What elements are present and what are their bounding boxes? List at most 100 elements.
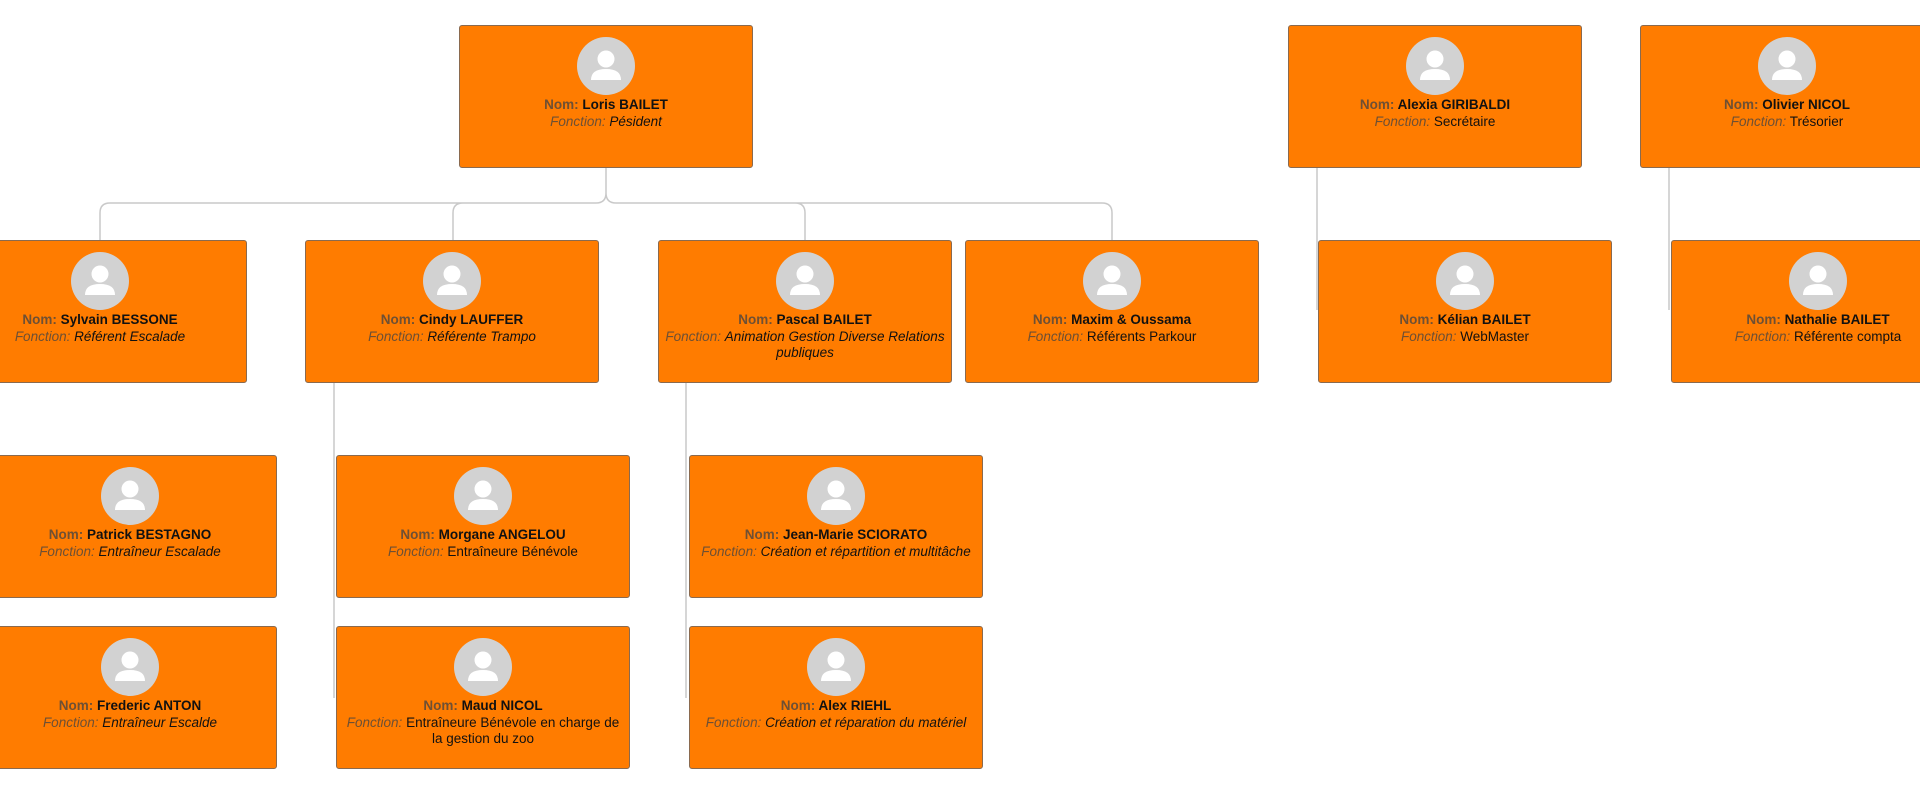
person-name: Morgane ANGELOU xyxy=(438,527,566,542)
role-line: Fonction: Animation Gestion Diverse Rela… xyxy=(665,329,945,362)
role-line: Fonction: Pésident xyxy=(466,114,746,131)
person-name: Alexia GIRIBALDI xyxy=(1397,97,1511,112)
person-role: Secrétaire xyxy=(1433,113,1496,129)
user-avatar-icon xyxy=(1083,252,1141,310)
role-line: Fonction: Référent Escalade xyxy=(0,329,240,346)
role-line: Fonction: Référente Trampo xyxy=(312,329,592,346)
name-label: Nom: xyxy=(423,698,458,713)
role-label: Fonction: xyxy=(346,714,403,730)
role-label: Fonction: xyxy=(1027,328,1084,344)
role-label: Fonction: xyxy=(388,543,444,559)
person-role: Entraîneur Escalde xyxy=(102,714,218,730)
role-label: Fonction: xyxy=(1374,113,1431,129)
person-role: Référents Parkour xyxy=(1086,328,1197,344)
role-label: Fonction: xyxy=(665,328,721,344)
person-name: Kélian BAILET xyxy=(1437,312,1531,327)
user-avatar-icon xyxy=(454,638,512,696)
name-line: Nom: Loris BAILET xyxy=(466,97,746,114)
role-line: Fonction: Entraîneure Bénévole xyxy=(343,544,623,561)
name-line: Nom: Nathalie BAILET xyxy=(1678,312,1920,329)
role-line: Fonction: Secrétaire xyxy=(1295,114,1575,131)
name-label: Nom: xyxy=(738,312,773,327)
user-avatar-icon xyxy=(454,467,512,525)
person-role: Création et réparation du matériel xyxy=(765,714,967,730)
name-line: Nom: Patrick BESTAGNO xyxy=(0,527,270,544)
role-line: Fonction: Trésorier xyxy=(1647,114,1920,131)
role-label: Fonction: xyxy=(368,328,424,344)
person-role: Entraîneure Bénévole en charge de la ges… xyxy=(406,714,620,747)
user-avatar-icon xyxy=(1789,252,1847,310)
role-label: Fonction: xyxy=(39,543,95,559)
name-line: Nom: Cindy LAUFFER xyxy=(312,312,592,329)
name-label: Nom: xyxy=(58,698,94,713)
role-line: Fonction: Référents Parkour xyxy=(972,329,1252,346)
person-role: Entraîneure Bénévole xyxy=(447,543,578,559)
node-maud[interactable]: Nom: Maud NICOL Fonction: Entraîneure Bén… xyxy=(336,626,630,769)
name-line: Nom: Morgane ANGELOU xyxy=(343,527,623,544)
name-line: Nom: Maxim & Oussama xyxy=(972,312,1252,329)
name-label: Nom: xyxy=(780,698,816,713)
person-name: Patrick BESTAGNO xyxy=(86,527,212,542)
connector-loris-children xyxy=(99,168,1113,240)
role-line: Fonction: Entraîneur Escalde xyxy=(0,715,270,732)
person-name: Nathalie BAILET xyxy=(1784,312,1890,327)
role-line: Fonction: Création et réparation du maté… xyxy=(696,715,976,732)
person-name: Olivier NICOL xyxy=(1762,97,1851,112)
role-label: Fonction: xyxy=(42,714,99,730)
person-role: Trésorier xyxy=(1789,113,1844,129)
role-label: Fonction: xyxy=(550,113,606,129)
name-line: Nom: Kélian BAILET xyxy=(1325,312,1605,329)
role-line: Fonction: Entraîneure Bénévole en charge… xyxy=(343,715,623,748)
role-line: Fonction: Référente compta xyxy=(1678,329,1920,346)
role-label: Fonction: xyxy=(14,328,71,344)
name-label: Nom: xyxy=(1032,312,1068,327)
person-role: WebMaster xyxy=(1460,328,1530,344)
role-label: Fonction: xyxy=(705,714,762,730)
user-avatar-icon xyxy=(101,638,159,696)
user-avatar-icon xyxy=(807,638,865,696)
person-name: Maud NICOL xyxy=(461,698,543,713)
person-name: Alex RIEHL xyxy=(818,698,892,713)
name-label: Nom: xyxy=(1359,97,1395,112)
name-label: Nom: xyxy=(1746,312,1781,327)
user-avatar-icon xyxy=(1758,37,1816,95)
name-label: Nom: xyxy=(48,527,84,542)
name-line: Nom: Jean-Marie SCIORATO xyxy=(696,527,976,544)
name-label: Nom: xyxy=(744,527,780,542)
role-line: Fonction: Création et répartition et mul… xyxy=(696,544,976,561)
name-line: Nom: Alex RIEHL xyxy=(696,698,976,715)
role-label: Fonction: xyxy=(701,543,757,559)
user-avatar-icon xyxy=(807,467,865,525)
name-line: Nom: Frederic ANTON xyxy=(0,698,270,715)
role-label: Fonction: xyxy=(1400,328,1457,344)
role-line: Fonction: WebMaster xyxy=(1325,329,1605,346)
user-avatar-icon xyxy=(423,252,481,310)
person-role: Référent Escalade xyxy=(74,328,186,344)
